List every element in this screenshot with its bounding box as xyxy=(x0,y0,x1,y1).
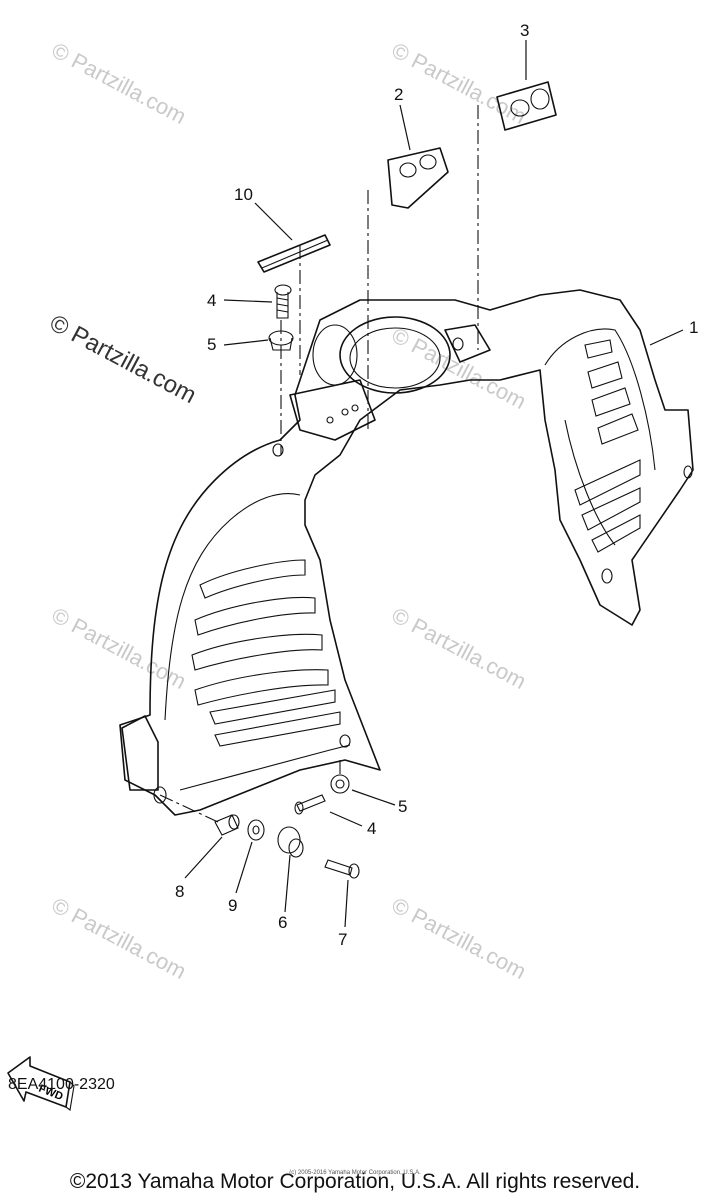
watermark: © Partzilla.com xyxy=(48,892,191,984)
callout-6: 6 xyxy=(278,913,287,932)
lower-hardware xyxy=(214,774,360,879)
seal-strip-part-10 xyxy=(257,234,331,273)
watermark-group: © Partzilla.com © Partzilla.com © Partzi… xyxy=(45,37,530,984)
callout-4-lower: 4 xyxy=(367,819,376,838)
diagram-reference: 8EA4100-2320 xyxy=(8,1076,115,1093)
watermark: © Partzilla.com xyxy=(388,892,531,984)
watermark-main: © Partzilla.com xyxy=(45,309,200,409)
callout-labels: 1 2 3 4 5 10 4 5 8 9 6 7 xyxy=(175,21,698,949)
callout-2: 2 xyxy=(394,85,403,104)
plate-part-2 xyxy=(387,147,449,209)
callout-10: 10 xyxy=(234,185,253,204)
watermark: © Partzilla.com xyxy=(388,322,531,414)
callout-9: 9 xyxy=(228,896,237,915)
copyright: ©2013 Yamaha Motor Corporation, U.S.A. A… xyxy=(69,1170,641,1193)
watermark: © Partzilla.com xyxy=(48,602,191,694)
screw-part-4-upper xyxy=(274,284,292,319)
callout-5-lower: 5 xyxy=(398,797,407,816)
callout-5-upper: 5 xyxy=(207,335,216,354)
watermark: © Partzilla.com xyxy=(388,37,531,129)
callout-8: 8 xyxy=(175,882,184,901)
callout-3: 3 xyxy=(520,21,529,40)
watermark: © Partzilla.com xyxy=(388,602,531,694)
front-cover-part xyxy=(119,289,694,816)
callout-7: 7 xyxy=(338,930,347,949)
callout-1: 1 xyxy=(689,318,698,337)
copyright-small: (c) 2005-2016 Yamaha Motor Corporation, … xyxy=(289,1170,421,1176)
callout-4-upper: 4 xyxy=(207,291,216,310)
leader-lines xyxy=(159,40,684,928)
plate-part-3 xyxy=(496,81,557,131)
watermark: © Partzilla.com xyxy=(48,37,191,129)
